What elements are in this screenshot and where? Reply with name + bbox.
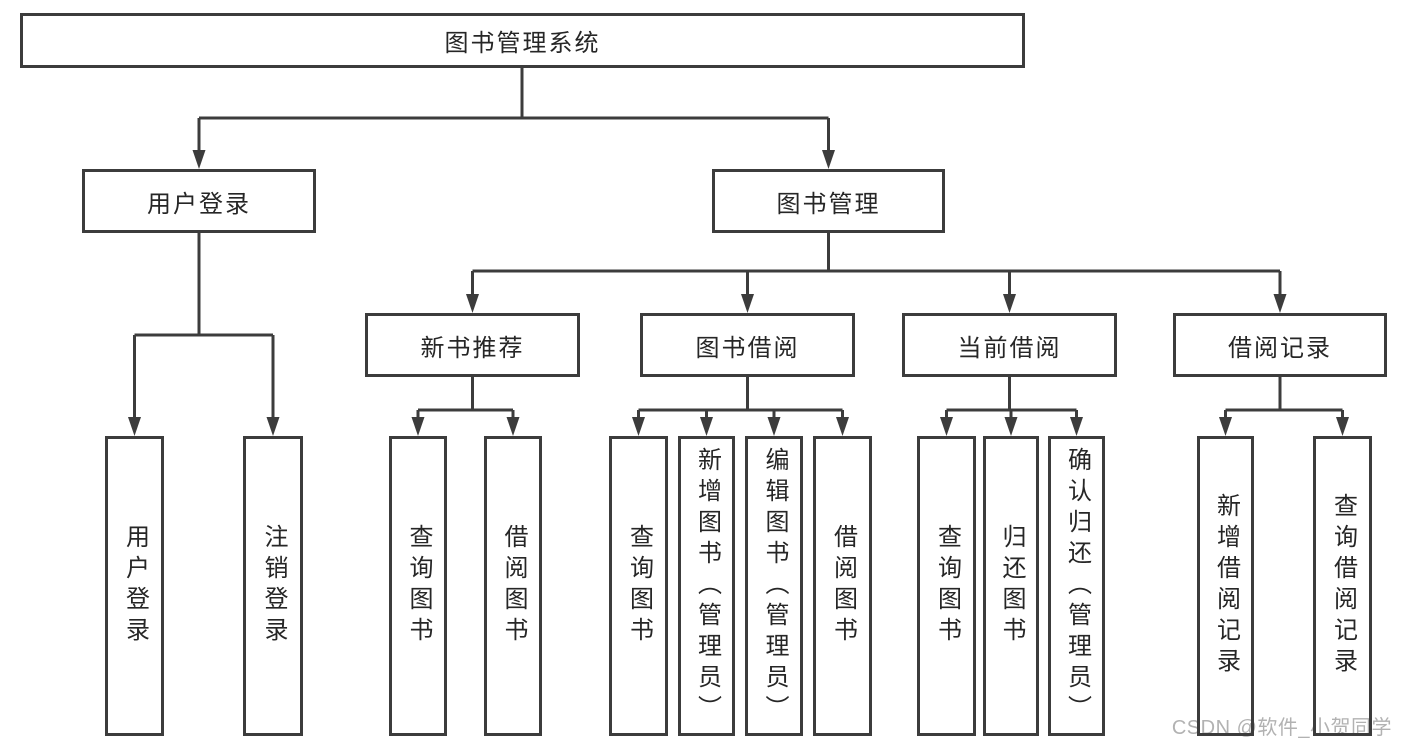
node-library-management-system: 图书管理系统: [20, 13, 1025, 68]
node-label: 新增借阅记录: [1212, 493, 1240, 679]
node-label: 图书管理系统: [444, 30, 601, 57]
node-label: 当前借阅: [957, 334, 1062, 362]
node-book-borrow: 图书借阅: [640, 313, 855, 377]
node-label: 查询图书: [625, 524, 653, 648]
node-label: 新增图书（管理员）: [693, 446, 721, 726]
connector-root: [197, 68, 830, 154]
leaf-confirm-return-admin: 确认归还（管理员）: [1048, 436, 1105, 736]
node-label: 用户登录: [147, 190, 251, 218]
node-label: 查询借阅记录: [1329, 493, 1357, 679]
leaf-logout: 注销登录: [243, 436, 303, 736]
node-label: 图书借阅: [695, 334, 800, 362]
node-label: 借阅记录: [1228, 334, 1332, 362]
node-label: 借阅图书: [829, 524, 857, 648]
node-label: 用户登录: [121, 524, 149, 648]
leaf-query-borrow-record: 查询借阅记录: [1313, 436, 1372, 736]
connector-book-borrow: [637, 377, 844, 421]
node-label: 查询图书: [405, 524, 432, 648]
leaf-return-books: 归还图书: [983, 436, 1039, 736]
node-user-login: 用户登录: [82, 169, 316, 233]
node-current-borrow: 当前借阅: [902, 313, 1117, 377]
leaf-borrow-books-recommend: 借阅图书: [484, 436, 542, 736]
node-book-management: 图书管理: [712, 169, 945, 233]
leaf-query-books-recommend: 查询图书: [389, 436, 447, 736]
leaf-edit-books-admin: 编辑图书（管理员）: [745, 436, 803, 736]
node-label: 归还图书: [998, 524, 1025, 648]
leaf-query-books-current: 查询图书: [917, 436, 976, 736]
leaf-user-login: 用户登录: [105, 436, 164, 736]
node-new-book-recommend: 新书推荐: [365, 313, 580, 377]
connector-user-login: [133, 233, 275, 421]
connector-book-management: [471, 233, 1282, 298]
leaf-query-books-borrow: 查询图书: [609, 436, 668, 736]
leaf-borrow-books: 借阅图书: [813, 436, 872, 736]
node-label: 借阅图书: [500, 524, 527, 648]
node-label: 确认归还（管理员）: [1063, 446, 1091, 726]
leaf-add-borrow-record: 新增借阅记录: [1197, 436, 1254, 736]
connector-new-book: [416, 377, 515, 421]
node-label: 编辑图书（管理员）: [761, 446, 788, 726]
node-label: 新书推荐: [420, 334, 525, 362]
node-label: 图书管理: [776, 190, 881, 218]
connector-borrow-record: [1224, 377, 1344, 421]
node-borrow-record: 借阅记录: [1173, 313, 1387, 377]
connector-current-borrow: [945, 377, 1078, 421]
arrowheads: [128, 150, 1349, 436]
leaf-add-books-admin: 新增图书（管理员）: [678, 436, 735, 736]
node-label: 注销登录: [260, 524, 287, 648]
node-label: 查询图书: [933, 524, 961, 648]
